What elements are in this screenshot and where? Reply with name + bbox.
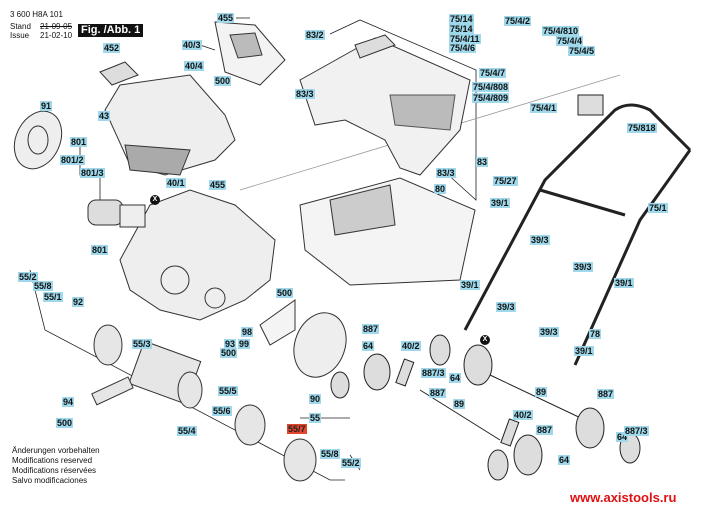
part-label: 64	[558, 455, 571, 465]
part-label: 39/1	[614, 278, 634, 288]
part-label: 55/3	[132, 339, 152, 349]
part-label: 55/7	[287, 424, 307, 434]
note-es: Salvo modificaciones	[12, 476, 88, 485]
connector-mark: X	[150, 195, 160, 205]
motor-housing-drawing	[99, 21, 286, 176]
part-label: 83/2	[305, 30, 325, 40]
part-label: 39/1	[574, 346, 594, 356]
part-label: 55/6	[212, 406, 232, 416]
part-label: 455	[209, 180, 227, 190]
part-label: 887	[597, 389, 615, 399]
part-label: 455	[217, 13, 235, 23]
part-label: 55/2	[18, 272, 38, 282]
basket-drawing	[299, 177, 476, 286]
part-number: 3 600 H8A 101	[10, 10, 63, 19]
part-label: 64	[449, 373, 462, 383]
part-label: 55/4	[177, 426, 197, 436]
roller-drawing	[91, 324, 317, 482]
note-en: Modifications reserved	[12, 456, 93, 465]
part-label: 40/4	[184, 61, 204, 71]
part-label: 75/4/4	[556, 36, 584, 46]
part-label: 99	[238, 339, 251, 349]
part-label: 75/4/808	[472, 82, 510, 92]
part-label: 39/1	[490, 198, 510, 208]
part-label: 75/4/7	[479, 68, 507, 78]
part-label: 40/2	[401, 341, 421, 351]
part-label: 75/4/810	[542, 26, 580, 36]
part-label: 78	[589, 329, 602, 339]
part-label: 500	[214, 76, 232, 86]
part-label: 83	[476, 157, 489, 167]
part-label: 75/14	[449, 14, 474, 24]
note-fr: Modifications réservées	[12, 466, 97, 475]
part-label: 55/8	[320, 449, 340, 459]
part-label: 500	[56, 418, 74, 428]
part-label: 75/818	[627, 123, 657, 133]
part-label: 98	[241, 327, 254, 337]
part-label: 40/1	[166, 178, 186, 188]
wheels-drawing	[330, 334, 641, 481]
part-label: 43	[98, 111, 111, 121]
part-label: 887	[536, 425, 554, 435]
stand-date: 21-09-05	[40, 22, 73, 31]
motor-drawing	[87, 199, 146, 228]
part-label: 452	[103, 43, 121, 53]
part-label: 89	[535, 387, 548, 397]
part-label: 94	[62, 397, 75, 407]
part-label: 801/2	[60, 155, 85, 165]
part-label: 40/3	[182, 40, 202, 50]
part-label: 75/4/1	[530, 103, 558, 113]
part-label: 83/3	[295, 89, 315, 99]
part-label: 55/2	[341, 458, 361, 468]
part-label: 39/3	[496, 302, 516, 312]
part-label: 75/27	[493, 176, 518, 186]
issue-date: 21-02-10	[40, 31, 73, 40]
part-label: 500	[276, 288, 294, 298]
part-label: 75/4/11	[449, 34, 481, 44]
part-label: 39/3	[530, 235, 550, 245]
part-label: 801	[70, 137, 88, 147]
part-label: 39/3	[573, 262, 593, 272]
part-label: 64	[362, 341, 375, 351]
part-label: 801/3	[80, 168, 105, 178]
part-label: 93	[224, 339, 237, 349]
part-label: 75/4/6	[449, 43, 477, 53]
part-label: 801	[91, 245, 109, 255]
part-label: 887	[429, 388, 447, 398]
part-label: 92	[72, 297, 85, 307]
part-label: 75/4/809	[472, 93, 510, 103]
watermark: www.axistools.ru	[570, 490, 677, 505]
catcher-lid-drawing	[299, 34, 471, 176]
part-label: 75/14	[449, 24, 474, 34]
part-label: 500	[220, 348, 238, 358]
note-de: Änderungen vorbehalten	[12, 446, 100, 455]
deck-drawing	[119, 189, 276, 321]
part-label: 90	[309, 394, 322, 404]
handle-drawing	[463, 94, 692, 366]
connector-mark: X	[480, 335, 490, 345]
part-label: 887/3	[624, 426, 649, 436]
figure-title: Fig. /Abb. 1	[78, 24, 144, 37]
part-label: 55/5	[218, 386, 238, 396]
part-label: 55/1	[43, 292, 63, 302]
stand-label: Stand	[10, 22, 31, 31]
part-label: 39/1	[460, 280, 480, 290]
part-label: 75/1	[648, 203, 668, 213]
part-label: 39/3	[539, 327, 559, 337]
issue-label: Issue	[10, 31, 30, 40]
part-label: 40/2	[513, 410, 533, 420]
part-label: 55/8	[33, 281, 53, 291]
part-label: 75/4/5	[568, 46, 596, 56]
part-label: 55	[309, 413, 322, 423]
part-label: 64	[616, 432, 629, 442]
part-label: 80	[434, 184, 447, 194]
part-label: 887	[362, 324, 380, 334]
part-label: 89	[453, 399, 466, 409]
part-label: 91	[40, 101, 53, 111]
part-label: 75/4/2	[504, 16, 532, 26]
part-label: 83/3	[436, 168, 456, 178]
part-label: 887/3	[421, 368, 446, 378]
